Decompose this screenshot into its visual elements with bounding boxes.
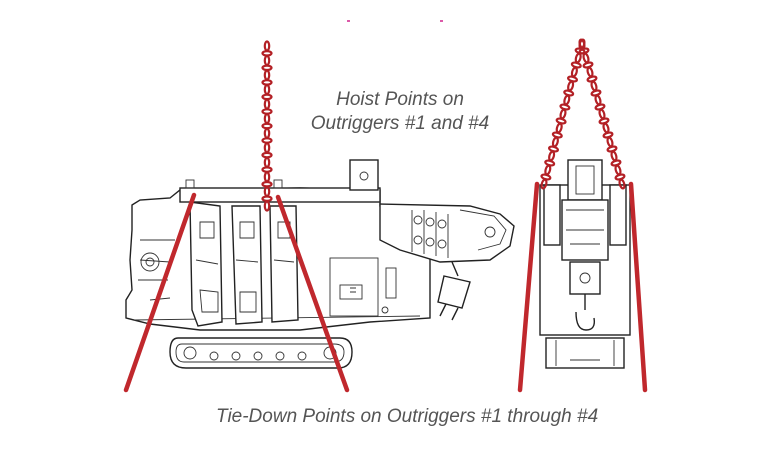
chain-link <box>261 180 273 188</box>
chain-link <box>263 171 271 183</box>
chain-link <box>540 178 548 190</box>
chain-link <box>610 150 618 162</box>
outrigger-panels <box>189 201 299 327</box>
hoist-points-caption: Hoist Points on Outriggers #1 and #4 <box>300 88 500 136</box>
chain-link <box>574 52 582 64</box>
chain-link <box>261 93 273 101</box>
chain-link <box>261 49 273 57</box>
chain-link <box>614 164 622 176</box>
boom-arm <box>379 203 515 263</box>
tie-down-points-caption: Tie-Down Points on Outriggers #1 through… <box>216 406 599 427</box>
chain-link <box>263 127 271 139</box>
crane-side-view-drawing <box>125 159 515 369</box>
chain-link <box>261 151 273 159</box>
chain-link <box>602 122 610 134</box>
chain-link <box>263 54 271 67</box>
chain-link <box>594 94 602 106</box>
chain-link <box>263 69 271 81</box>
chain-link <box>548 150 556 162</box>
chain-link <box>263 83 271 96</box>
side-tie-down-straps <box>123 192 350 393</box>
end-lifting-chains <box>540 38 626 190</box>
hoist-caption-line-2: Outriggers #1 and #4 <box>310 113 490 134</box>
chain-link <box>598 108 606 120</box>
chain-link <box>261 166 273 173</box>
chain-link <box>618 178 626 190</box>
chain-link <box>590 80 598 92</box>
chain-link <box>261 137 273 144</box>
chain-link <box>263 98 271 110</box>
chain-link <box>263 156 271 168</box>
chain-link <box>567 80 575 92</box>
chain-link <box>263 200 271 212</box>
chain-link <box>263 142 271 154</box>
side-lifting-chain <box>261 40 273 212</box>
chain-link <box>582 52 590 64</box>
chain-link <box>570 66 578 78</box>
chain-link <box>606 136 614 148</box>
crane-end-view-drawing <box>539 159 631 369</box>
chain-link <box>263 113 271 125</box>
chain-link <box>261 79 273 86</box>
chain-link <box>555 122 563 134</box>
chain-link <box>544 164 552 176</box>
chain-link <box>586 66 594 78</box>
chain-link <box>559 108 567 120</box>
chain-link <box>261 64 273 72</box>
chain-link <box>563 94 571 106</box>
hook-block <box>437 261 471 321</box>
chain-link <box>261 108 273 115</box>
end-tie-down-straps <box>517 181 648 393</box>
boom-base <box>179 159 381 203</box>
chain-link <box>261 122 273 130</box>
chain-link <box>263 40 271 52</box>
chain-link <box>551 136 559 148</box>
hoist-caption-line-1: Hoist Points on <box>336 89 464 110</box>
track-assembly <box>169 337 353 369</box>
